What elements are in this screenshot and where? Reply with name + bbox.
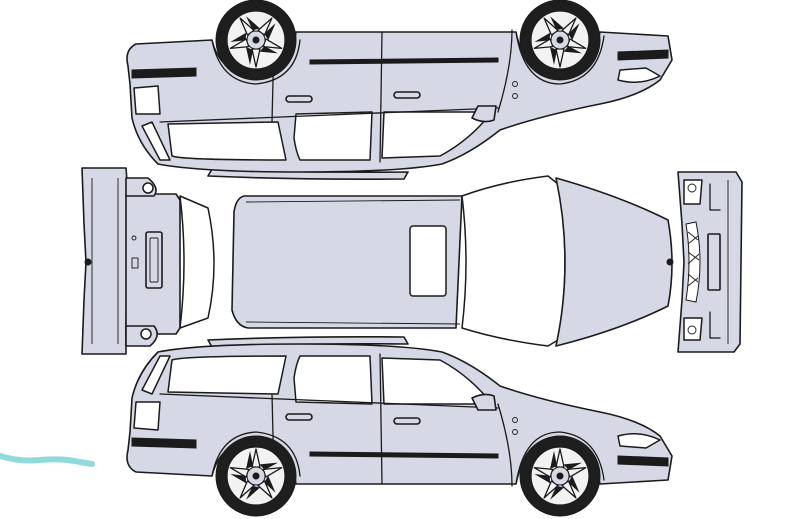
front-bumper-strip [617, 455, 669, 467]
side-protection-strip [309, 451, 499, 459]
side-mirror [471, 393, 497, 411]
rear-bumper-strip [131, 437, 197, 449]
side-view-right [126, 336, 673, 517]
rear-door-window [293, 355, 373, 405]
rear-door-handle [285, 413, 313, 421]
rear-quarter-window [167, 355, 287, 395]
sunroof [409, 225, 447, 297]
grille [685, 221, 701, 303]
front-wheel-right [519, 435, 601, 517]
rear-license-plate [145, 231, 163, 289]
rear-light-window [141, 355, 171, 395]
rear-view [81, 167, 215, 355]
rear-wheel-right [215, 435, 297, 517]
windshield [461, 175, 566, 347]
top-view [231, 175, 674, 347]
rear-window [179, 195, 215, 329]
roof-panel [231, 195, 463, 329]
front-door-handle [393, 417, 421, 425]
rear-wheel-left [215, 0, 297, 81]
front-wheel-left [519, 0, 601, 81]
front-license-plate [707, 233, 721, 291]
front-view [677, 171, 743, 353]
side-view-left [126, 0, 673, 180]
hood [555, 177, 673, 347]
headlamp [617, 433, 661, 449]
annotation-mark [0, 453, 95, 467]
tail-lamp [133, 401, 161, 431]
